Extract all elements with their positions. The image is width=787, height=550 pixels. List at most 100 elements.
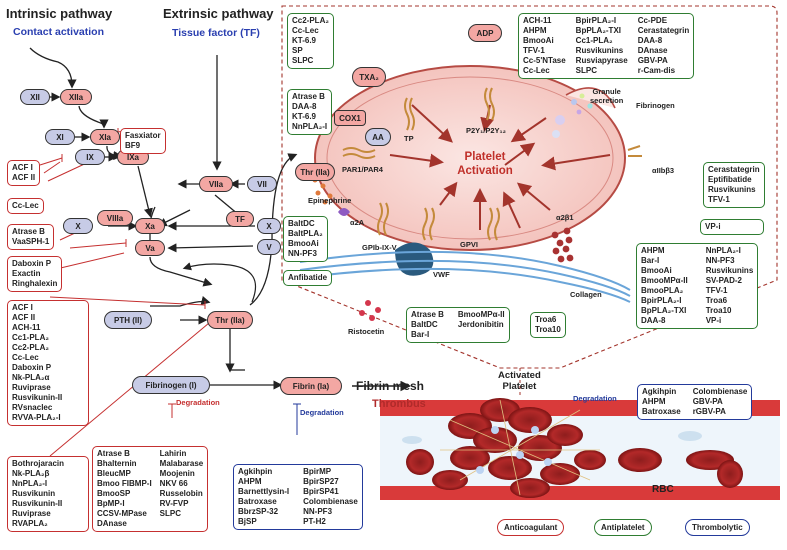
list-item: BaltPLA₂	[288, 229, 323, 238]
list-item: Jerdonibitin	[457, 320, 504, 329]
list-item: AHPM	[523, 26, 547, 35]
granule-line-1: Granule	[592, 87, 621, 96]
list-item: VaaSPH-1	[12, 237, 50, 246]
list-item: Atrase B	[411, 310, 444, 319]
list-item: AHPM	[642, 397, 666, 406]
list-item: Cc2-PLA₂	[12, 343, 49, 352]
factor-ix: IX	[75, 149, 105, 165]
anfibatide-box: Anfibatide	[283, 270, 333, 286]
list-item: BpirSP27	[303, 477, 339, 486]
list-item: SLPC	[575, 66, 598, 75]
list-item: Rusvikunins	[705, 266, 754, 275]
list-item: BbrzSP-32	[238, 507, 279, 516]
list-item: SV-PAD-2	[705, 276, 743, 285]
list-item: Cc-Lec	[292, 26, 319, 35]
list-item: BmooSP	[97, 489, 131, 498]
p2y-receptor-label: P2Y₁/P2Y₁₂	[466, 126, 506, 135]
list-item: PT-H2	[303, 517, 326, 526]
list-item: Troa10	[705, 306, 732, 315]
list-item: DAA-8	[641, 316, 666, 325]
list-item: Cc-Lec	[523, 66, 550, 75]
list-item: Agkihpin	[238, 467, 273, 476]
fibrinogen-node: Fibrinogen (I)	[132, 376, 210, 394]
ristocetin-label: Ristocetin	[348, 327, 385, 336]
list-item: Troa10	[535, 325, 561, 334]
list-item: ACH-11	[523, 16, 552, 25]
contact-activation-label: Contact activation	[13, 26, 105, 38]
list-item: BpirMP	[303, 467, 332, 476]
list-item: Bothrojaracin	[12, 459, 65, 468]
list-item: Rusvikunins	[575, 46, 624, 55]
list-item: TFV-1	[708, 195, 730, 204]
fibrin-node: Fibrin (Ia)	[280, 377, 342, 395]
list-item: TFV-1	[523, 46, 545, 55]
factor-va: Va	[135, 240, 165, 256]
factor-vii: VII	[247, 176, 277, 192]
list-item: DAnase	[637, 46, 668, 55]
list-item: Rusvikunin	[12, 489, 56, 498]
list-item: KT-6.9	[292, 112, 317, 121]
list-item: Rusvikunins	[708, 185, 756, 194]
list-item: Cc-Lec	[12, 201, 39, 210]
factor-x-left: X	[63, 218, 93, 234]
factor-x-right: X	[257, 218, 281, 234]
epinephrine-label: Epinephrine	[308, 196, 352, 205]
list-item: BF9	[125, 141, 141, 150]
list-item: NN-PF3	[288, 249, 317, 258]
list-item: ACH-11	[12, 323, 41, 332]
cc-lec-box: Cc-Lec	[7, 198, 44, 214]
list-item: Cc1-PLA₂	[12, 333, 49, 342]
list-item: Cc1-PLA₂	[575, 36, 613, 45]
granule-secretion-label: Granule secretion	[590, 87, 623, 105]
cox1-node: COX1	[334, 110, 366, 126]
list-item: BaltDC	[288, 219, 315, 228]
list-item: Atrase B	[97, 449, 130, 458]
list-item: Cc-Lec	[12, 353, 39, 362]
list-item: BpirPLA₂-I	[575, 16, 617, 25]
list-item: Agkihpin	[642, 387, 677, 396]
factor-viiia: VIIIa	[97, 210, 133, 226]
list-item: DAnase	[97, 519, 127, 528]
txa2-node: TXA₂	[352, 67, 386, 87]
aa-node: AA	[365, 128, 391, 146]
list-item: RVsnaclec	[12, 403, 53, 412]
legend-thrombolytic: Thrombolytic	[685, 519, 750, 536]
granule-line-2: secretion	[590, 96, 624, 105]
platelet-activation-line-2: Activation	[457, 165, 513, 177]
list-item: Troa6	[705, 296, 728, 305]
activated-platelet-label: Activated Platelet	[498, 370, 541, 392]
list-item: RVVA-PLA₂-I	[12, 413, 61, 422]
list-item: GBV-PA	[692, 397, 723, 406]
list-item: AHPM	[238, 477, 262, 486]
list-item: Cc2-PLA₂	[292, 16, 329, 25]
list-item: NnPLA₂-I	[292, 122, 328, 131]
factor-xi: XI	[45, 129, 75, 145]
thrombus-degradation-label: Degradation	[573, 394, 617, 403]
list-item: ACF I	[12, 303, 33, 312]
list-item: SP	[292, 46, 303, 55]
thrombin-node: Thr (IIa)	[207, 311, 253, 329]
tissue-factor-node: TF	[226, 211, 254, 227]
list-item: KT-6.9	[292, 36, 317, 45]
activated-line-1: Activated	[498, 370, 541, 381]
list-item: Exactin	[12, 269, 41, 278]
vp-i-box: VP-i	[700, 219, 764, 235]
list-item: BmooAi	[288, 239, 319, 248]
list-item: NnPLA₂-I	[705, 246, 741, 255]
rbc-label: RBC	[652, 484, 674, 495]
legend-antiplatelet: Antiplatelet	[594, 519, 652, 536]
